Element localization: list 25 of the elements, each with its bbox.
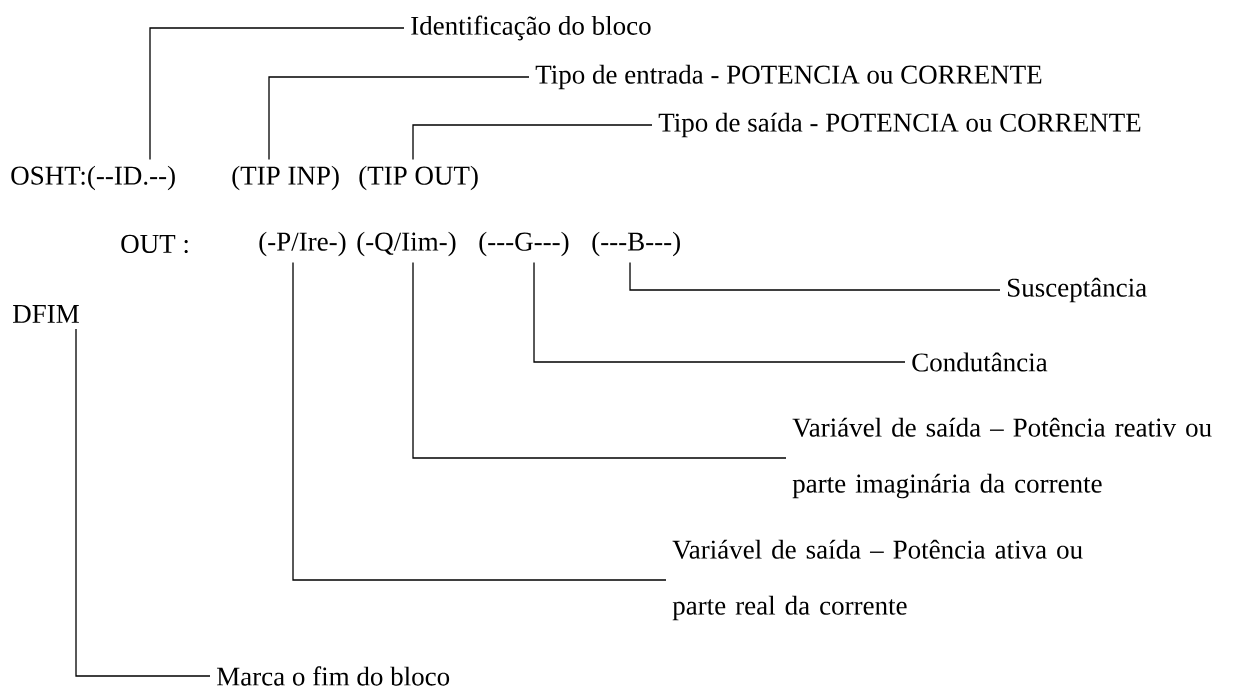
code-text: (-Q/Iim-) — [357, 231, 456, 257]
annotation-text: Variável de saída – Potência ativa ou parte real da corrente — [672, 539, 1083, 621]
leader-line — [412, 124, 653, 161]
leader-line — [629, 261, 1001, 291]
leader-line — [533, 261, 906, 363]
leader-line — [412, 261, 787, 459]
leader-line — [75, 328, 211, 677]
code-text: (-P/Ire-) — [259, 231, 346, 257]
code-text: DFIM — [13, 305, 79, 323]
annotation-text: Marca o fim do bloco — [217, 666, 450, 686]
annotation-text: Condutância — [912, 352, 1048, 372]
annotation-text: Variável de saída – Potência reativ ou parte imaginária da corrente — [792, 417, 1212, 499]
annotation-text: Tipo de entrada - POTENCIA ou CORRENTE — [535, 64, 1042, 90]
leader-line — [149, 27, 405, 161]
code-text: (---B---) — [592, 231, 680, 257]
annotation-text: Identificação do bloco — [411, 15, 651, 41]
code-text: OSHT:(--ID.--) — [11, 165, 175, 191]
code-text: (TIP INP) — [232, 165, 339, 191]
code-text: (TIP OUT) — [359, 165, 478, 191]
code-text: OUT : — [121, 234, 188, 254]
leader-line — [292, 261, 667, 581]
annotation-text: Susceptância — [1008, 277, 1147, 303]
code-text: (---G---) — [479, 231, 569, 257]
leader-line — [268, 76, 530, 161]
annotation-text: Tipo de saída - POTENCIA ou CORRENTE — [658, 112, 1141, 138]
